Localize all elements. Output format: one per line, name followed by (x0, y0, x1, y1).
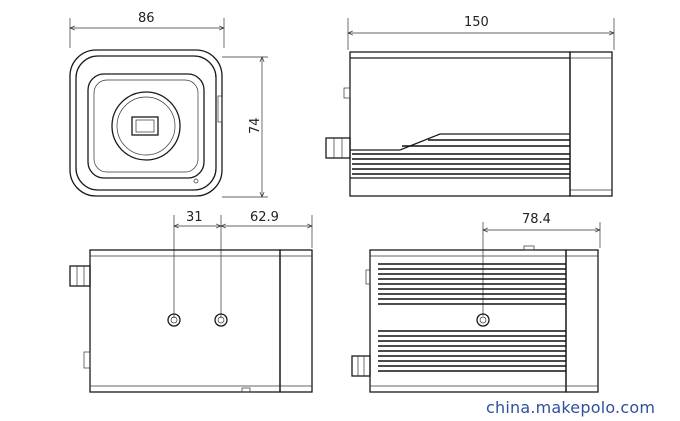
sensor (131, 116, 159, 136)
mount-hole-2 (214, 313, 228, 327)
lens (111, 91, 181, 161)
height-dimension-label: 74 (248, 117, 263, 134)
mount-b-dimension-label: 62.9 (250, 210, 279, 225)
mount-hole-3 (476, 313, 490, 327)
bnc-connector (325, 137, 351, 159)
bottom-view: 31 62.9 (69, 210, 312, 393)
mount-a-dimension-label: 31 (186, 210, 203, 225)
mount-hole-1 (167, 313, 181, 327)
front-view: 86 74 (70, 11, 268, 197)
side-view: 150 (325, 15, 614, 197)
top-view: 78.4 (351, 212, 600, 393)
mount-c-dimension-label: 78.4 (522, 212, 551, 227)
watermark: china.makepolo.com (486, 398, 656, 417)
length-dimension-label: 150 (464, 15, 489, 30)
width-dimension-label: 86 (138, 11, 155, 26)
